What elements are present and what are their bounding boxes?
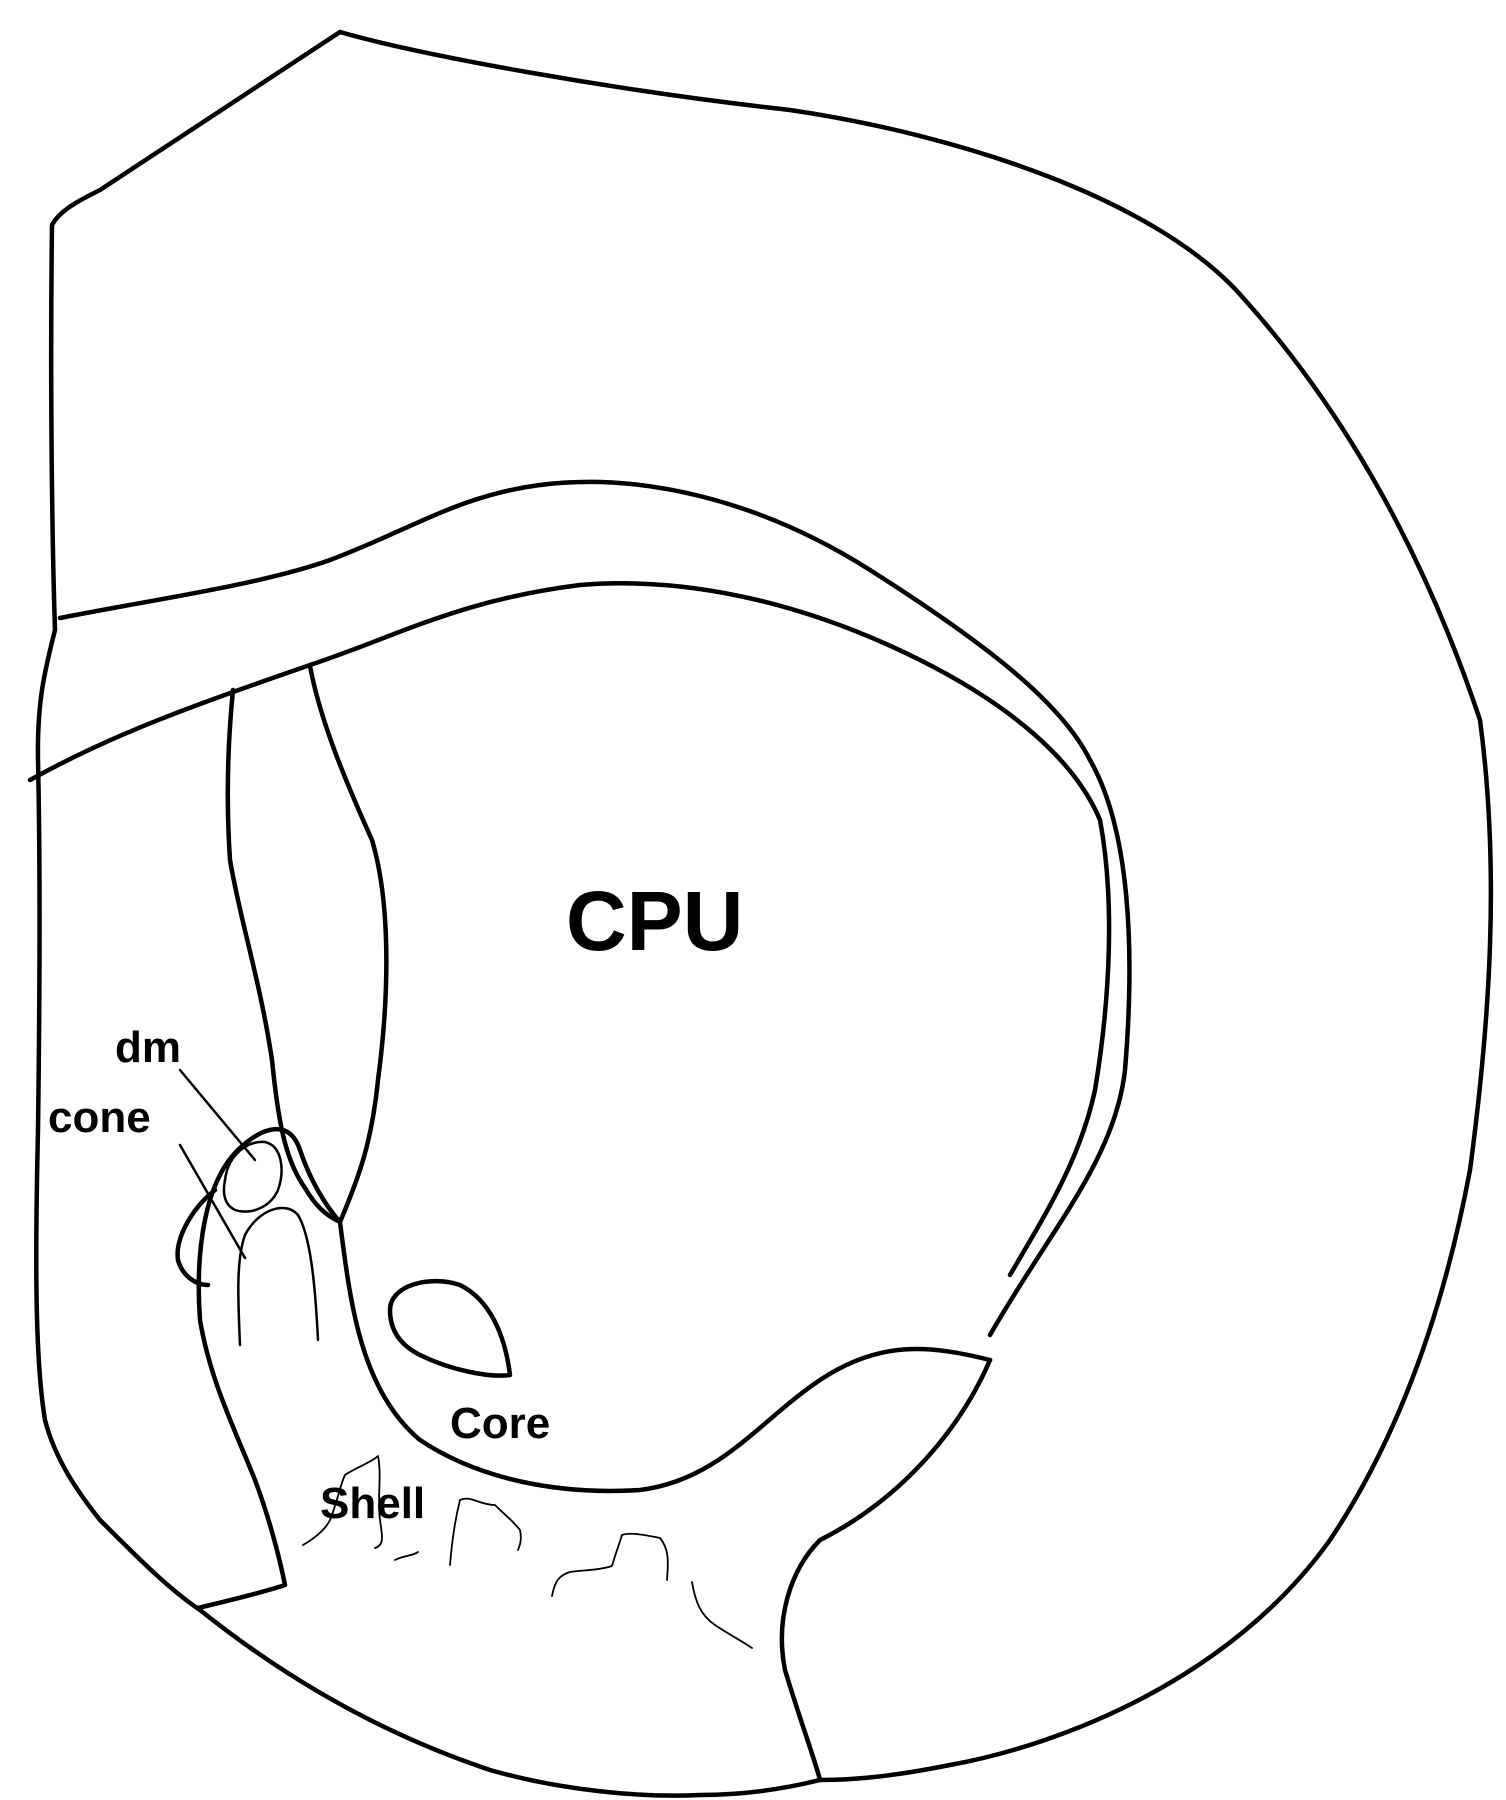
islands-squiggle-3 — [449, 1497, 522, 1566]
islands-squiggle-1 — [302, 1455, 383, 1549]
ventricle-left-wall — [225, 687, 308, 1191]
ventricle-right-wall — [307, 663, 389, 1225]
cortex-boundary-upper — [57, 479, 1093, 763]
dm-region-outline — [222, 1140, 283, 1213]
accumbens-shell-boundary — [195, 1126, 343, 1611]
islands-squiggle-4 — [551, 1532, 669, 1597]
shell-medial-lobe — [175, 1187, 218, 1288]
label-core: Core — [450, 1399, 550, 1448]
cortex-boundary-lower — [27, 581, 1103, 823]
label-cpu: CPU — [566, 874, 743, 968]
anterior-commissure — [387, 1279, 513, 1378]
external-capsule-outer — [987, 757, 1132, 1338]
label-shell: Shell — [320, 1479, 425, 1528]
islands-squiggle-2 — [394, 1551, 419, 1561]
external-capsule-inner — [1007, 817, 1112, 1278]
dm-leader-line — [178, 1068, 257, 1162]
hemisphere-outline — [34, 29, 1494, 1798]
label-cone: cone — [48, 1093, 151, 1142]
islands-squiggle-5 — [691, 1581, 753, 1649]
ventral-striatum-boundary — [779, 1357, 993, 1783]
cone-leader-line — [178, 1143, 247, 1260]
cone-region-outline — [237, 1206, 320, 1347]
label-dm: dm — [115, 1023, 181, 1072]
accumbens-core-boundary — [337, 1219, 993, 1494]
